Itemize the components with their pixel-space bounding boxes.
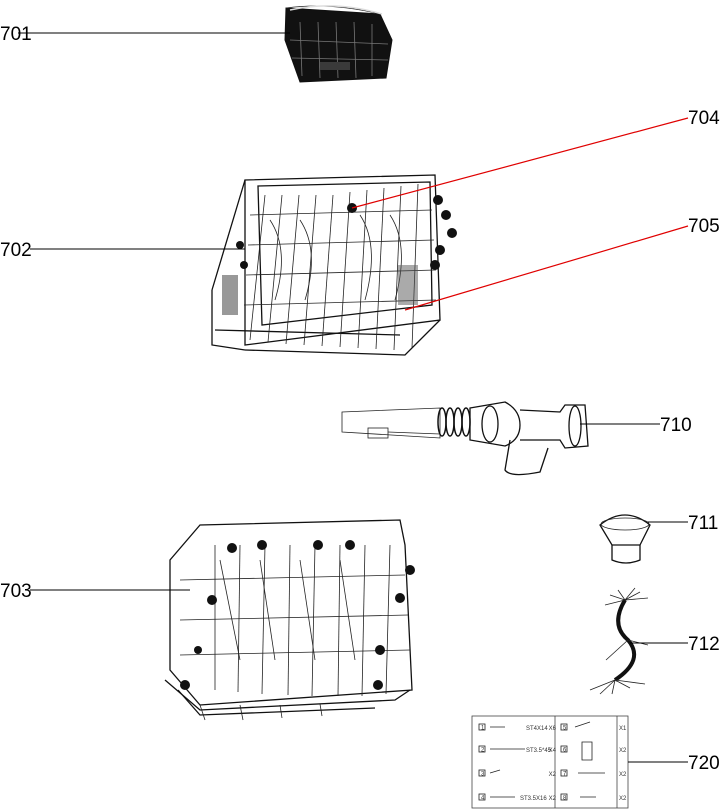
kit-row1-spec: ST4X14 — [526, 726, 548, 732]
kit-row3-num: 3 — [481, 772, 485, 778]
kit-row2-num: 2 — [481, 748, 485, 754]
kit-row4-qty: X2 — [549, 796, 557, 802]
wiring-harness-712 — [589, 587, 649, 695]
callout-705: 705 — [688, 216, 720, 237]
kit-row1-num2: 5 — [563, 726, 567, 732]
kit-row2-qty2: X2 — [619, 748, 627, 754]
kit-row2-num2: 6 — [563, 748, 567, 754]
kit-row4-num2: 8 — [563, 796, 567, 802]
callout-711: 711 — [688, 513, 718, 534]
lower-rack-703 — [164, 519, 415, 721]
leader-line-705 — [404, 225, 689, 311]
kit-row3-qty2: X2 — [619, 772, 627, 778]
callout-704: 704 — [688, 108, 720, 129]
kit-row4-spec: ST3.5X16 — [520, 796, 547, 802]
callout-702: 702 — [0, 240, 32, 261]
callout-712: 712 — [688, 634, 720, 655]
kit-row4-num: 4 — [481, 796, 485, 802]
knob-711 — [599, 514, 651, 564]
kit-row1-num: 1 — [481, 726, 485, 732]
callout-703: 703 — [0, 581, 32, 602]
leader-line-704 — [351, 117, 689, 209]
kit-row2-qty: X4 — [549, 748, 557, 754]
kit-row1-qty2: X1 — [619, 726, 627, 732]
kit-row3-num2: 7 — [563, 772, 567, 778]
kit-row2-spec: ST3.5*45 — [526, 748, 552, 754]
water-inlet-connector-710 — [341, 401, 589, 476]
kit-row1-qty: X6 — [549, 726, 557, 732]
kit-row4-qty2: X2 — [619, 796, 627, 802]
callout-701: 701 — [0, 24, 32, 45]
callout-710: 710 — [660, 415, 692, 436]
upper-rack-702 — [211, 174, 457, 356]
cutlery-basket-701 — [284, 5, 393, 83]
callout-720: 720 — [688, 753, 720, 774]
kit-row3-qty: X2 — [549, 772, 557, 778]
